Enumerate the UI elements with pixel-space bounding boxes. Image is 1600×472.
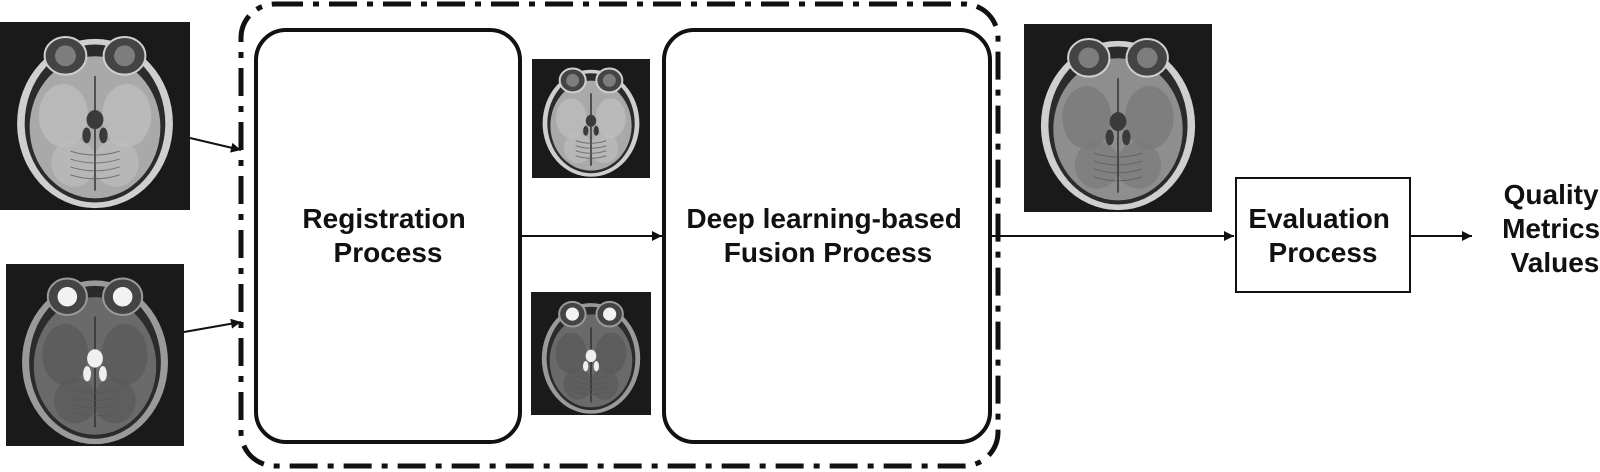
ventricle bbox=[1122, 129, 1131, 146]
temporal-lobe bbox=[101, 324, 148, 386]
cortical-fold bbox=[575, 145, 607, 149]
temporal-lobe bbox=[38, 84, 88, 148]
occipital-lobe bbox=[590, 133, 619, 164]
eyeball bbox=[603, 307, 617, 321]
eyeball bbox=[602, 73, 616, 87]
input-t1-mri-image bbox=[0, 22, 190, 210]
cortical-fold bbox=[1093, 176, 1143, 182]
ventricle bbox=[593, 125, 599, 136]
occipital-lobe bbox=[563, 133, 592, 164]
ventricle bbox=[83, 366, 92, 382]
eyeball bbox=[565, 307, 579, 321]
cortical-fold bbox=[1093, 168, 1143, 174]
eyeball bbox=[57, 286, 78, 307]
fused-mri-image bbox=[1024, 24, 1212, 212]
ventricle bbox=[99, 127, 108, 144]
cortical-fold bbox=[575, 386, 607, 390]
occipital-lobe bbox=[51, 139, 97, 187]
ventricle bbox=[87, 349, 103, 368]
cortical-fold bbox=[70, 150, 120, 156]
occipital-lobe bbox=[590, 368, 619, 400]
cortical-fold bbox=[575, 381, 607, 385]
eyeball bbox=[1078, 47, 1100, 69]
ventricle bbox=[585, 114, 597, 127]
cortical-fold bbox=[70, 166, 120, 172]
ventricle bbox=[98, 366, 107, 382]
ventricle bbox=[583, 361, 589, 372]
temporal-lobe bbox=[555, 332, 587, 374]
temporal-lobe bbox=[1062, 86, 1112, 150]
arrow-t2-to-registration bbox=[183, 318, 242, 333]
cortical-fold bbox=[1093, 152, 1143, 158]
eyeball bbox=[1136, 47, 1158, 69]
occipital-lobe bbox=[1116, 141, 1162, 189]
registered-t2-mri-image bbox=[531, 292, 651, 415]
occipital-lobe bbox=[563, 368, 592, 400]
occipital-lobe bbox=[93, 377, 136, 424]
ventricle bbox=[585, 349, 597, 363]
registered-t1-mri-image bbox=[532, 59, 650, 178]
ventricle bbox=[1105, 129, 1114, 146]
eyeball bbox=[112, 286, 133, 307]
cortical-fold bbox=[575, 391, 607, 396]
cortical-fold bbox=[71, 388, 119, 394]
cortical-fold bbox=[575, 140, 607, 144]
cortical-fold bbox=[71, 411, 119, 417]
input-t2-mri-image bbox=[6, 264, 184, 446]
ventricle bbox=[593, 361, 599, 372]
ventricle bbox=[583, 125, 589, 136]
quality-metrics-output: Quality Metrics Values bbox=[1502, 179, 1600, 278]
cortical-fold bbox=[575, 150, 607, 154]
temporal-lobe bbox=[595, 98, 626, 139]
fusion-label: Deep learning-based Fusion Process bbox=[686, 203, 969, 268]
cortical-fold bbox=[70, 174, 120, 180]
fusion-block bbox=[662, 28, 992, 444]
eyeball bbox=[55, 45, 76, 67]
registration-block bbox=[254, 28, 522, 444]
cortical-fold bbox=[70, 158, 120, 164]
eyeball bbox=[114, 45, 135, 67]
temporal-lobe bbox=[102, 84, 152, 148]
cortical-fold bbox=[575, 155, 607, 159]
cortical-fold bbox=[71, 403, 119, 409]
cortical-fold bbox=[1093, 160, 1143, 166]
occipital-lobe bbox=[1074, 141, 1120, 189]
occipital-lobe bbox=[54, 377, 97, 424]
temporal-lobe bbox=[42, 324, 89, 386]
evaluation-label: Evaluation Process bbox=[1248, 203, 1397, 268]
occipital-lobe bbox=[93, 139, 139, 187]
cortical-fold bbox=[71, 396, 119, 401]
temporal-lobe bbox=[556, 98, 587, 139]
ventricle bbox=[82, 127, 91, 144]
eyeball bbox=[566, 73, 580, 87]
arrow-t1-to-registration bbox=[189, 137, 242, 153]
ventricle bbox=[1109, 112, 1127, 132]
temporal-lobe bbox=[1124, 86, 1174, 150]
ventricle bbox=[86, 110, 104, 130]
evaluation-block bbox=[1235, 177, 1411, 293]
cortical-fold bbox=[575, 376, 607, 380]
temporal-lobe bbox=[595, 332, 627, 374]
registration-label: Registration Process bbox=[302, 203, 473, 268]
